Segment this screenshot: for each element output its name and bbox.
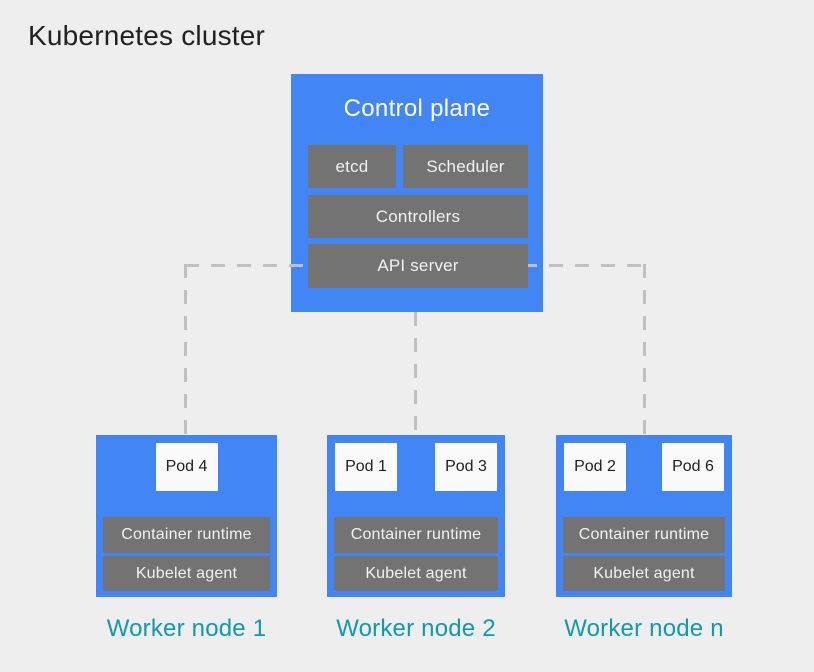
kubelet-agent-box: Kubelet agent (563, 556, 725, 591)
etcd-box: etcd (308, 145, 396, 188)
container-runtime-box: Container runtime (103, 517, 270, 553)
pods-row: Pod 2 Pod 6 (556, 443, 732, 491)
kubelet-agent-box: Kubelet agent (103, 556, 270, 591)
scheduler-box: Scheduler (403, 145, 528, 188)
controllers-box: Controllers (308, 195, 528, 238)
pod-box: Pod 4 (155, 443, 218, 491)
worker-node-2-box: Pod 1 Pod 3 Container runtime Kubelet ag… (327, 435, 505, 597)
pod-box: Pod 6 (662, 443, 724, 491)
pod-box: Pod 2 (564, 443, 626, 491)
container-runtime-box: Container runtime (334, 517, 498, 553)
pod-box: Pod 3 (435, 443, 497, 491)
pods-row: Pod 4 (96, 443, 277, 491)
connector-vertical-middle (414, 312, 417, 436)
pod-box: Pod 1 (335, 443, 397, 491)
worker-node-2-label: Worker node 2 (336, 615, 496, 642)
api-server-box: API server (308, 244, 528, 288)
container-runtime-box: Container runtime (563, 517, 725, 553)
control-plane-box: Control plane etcd Scheduler Controllers… (291, 74, 543, 312)
pods-row: Pod 1 Pod 3 (327, 443, 505, 491)
connector-vertical-left (184, 264, 187, 436)
worker-node-n-label: Worker node n (564, 615, 724, 642)
worker-node-1-box: Pod 4 Container runtime Kubelet agent (96, 435, 277, 597)
kubelet-agent-box: Kubelet agent (334, 556, 498, 591)
worker-node-1-label: Worker node 1 (106, 615, 267, 642)
worker-node-n-box: Pod 2 Pod 6 Container runtime Kubelet ag… (556, 435, 732, 597)
connector-vertical-right (643, 264, 646, 436)
diagram-title: Kubernetes cluster (28, 20, 266, 51)
control-plane-title: Control plane (343, 95, 491, 122)
